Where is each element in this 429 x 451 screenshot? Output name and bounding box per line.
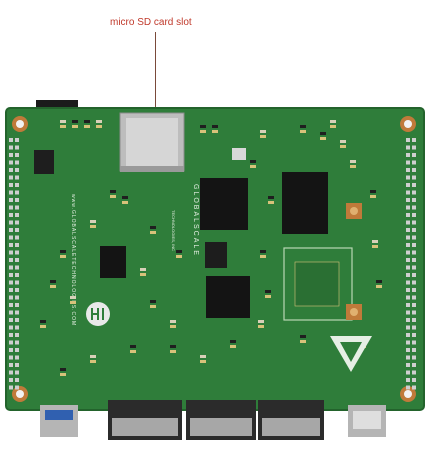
- regulator-chip: [205, 242, 227, 268]
- board-logo: [86, 302, 110, 326]
- callout-label: micro SD card slot: [110, 17, 192, 28]
- mounting-holes: [12, 116, 416, 402]
- processor-chip: [200, 178, 248, 230]
- bga-footprint: [283, 247, 353, 321]
- silkscreen-small-text: TECHNOLOGIES, INC: [171, 210, 176, 251]
- small-metal-component: [232, 148, 246, 160]
- crystal-component: [34, 150, 54, 174]
- bottom-connectors: [40, 400, 386, 440]
- left-pin-header: [9, 138, 19, 390]
- silkscreen-brand: GLOBALSCALE: [192, 184, 199, 257]
- small-chip: [100, 246, 126, 278]
- callout-leader-line: [155, 32, 156, 108]
- memory-chip-2: [206, 276, 250, 318]
- right-pin-header: [406, 138, 416, 390]
- memory-chip-1: [282, 172, 328, 234]
- micro-sd-slot: [119, 112, 185, 172]
- silkscreen-website: www.GLOBALSCALETECHNOLOGIES.COM: [70, 194, 76, 326]
